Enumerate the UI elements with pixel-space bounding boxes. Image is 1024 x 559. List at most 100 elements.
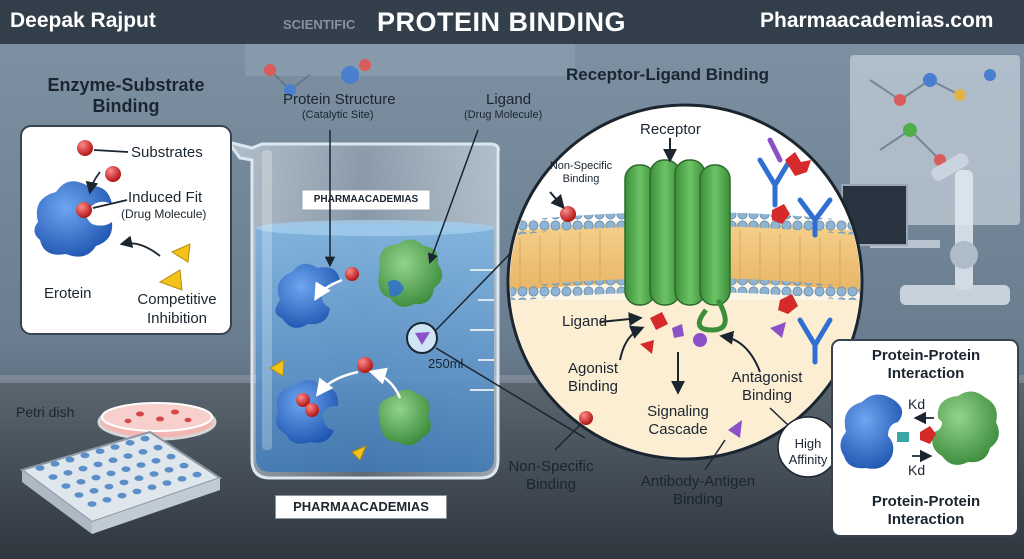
antagonist-label-2: Binding [741,387,793,404]
beaker-enzyme-top [275,263,340,328]
enzyme-blob [34,181,113,257]
ppi-bottom-label-1: Protein-Protein [871,493,981,510]
well [89,488,99,494]
signaling-label-2: Cascade [648,421,708,438]
background-poster-right [850,55,1020,225]
induced-fit-label: Induced Fit [128,189,203,206]
well [91,474,101,481]
well [95,448,105,455]
well [147,484,157,491]
inhibitor-triangle-1 [170,243,191,263]
well [179,462,189,469]
agonist-red-piece-2 [640,340,654,354]
receptor-protein [624,159,731,333]
antagonist-label-1: Antagonist [731,369,803,386]
well [102,497,112,503]
well [76,479,86,485]
well [61,483,71,489]
receptor-panel-title: Receptor-Ligand Binding [566,65,770,84]
beaker-bottom-label: PHARMAACADEMIAS [275,495,447,519]
well [132,488,142,495]
kd-top-label: Kd [908,396,926,412]
non-specific-label-1: Non-Specific [549,160,613,172]
high-affinity-label-2: Affinity [788,452,828,467]
non-specific-ligand-ball [560,206,576,222]
agonist-label-1: Agonist [567,360,619,377]
agonist-red-piece [650,312,668,330]
well [151,458,161,464]
competitive-label-1: Competitive [137,291,217,308]
well [87,501,97,507]
signaling-label-1: Signaling [647,403,709,420]
ppi-teal-ligand [897,432,909,442]
well [35,465,45,471]
bottom-non-specific-label-2: Binding [525,476,577,493]
protein-structure-sublabel: (Catalytic Site) [302,109,374,121]
well [121,466,131,473]
substrate-ball-1 [77,140,93,156]
well [93,461,103,468]
well [123,453,133,459]
well [192,471,202,478]
ppi-title-1: Protein-Protein [871,347,981,364]
petri-dish [97,402,217,441]
ppi-blue-protein [840,394,903,469]
well-plate [19,430,223,534]
induced-fit-sublabel: (Drug Molecule) [121,207,207,221]
receptor-ligand-label: Ligand [562,313,608,330]
agonist-purple-piece [672,324,684,338]
petri-dish-label: Petri dish [16,404,75,420]
antibody-antigen-label-1: Antibody-Antigen [640,473,756,490]
well [166,453,176,460]
antigen-top [785,152,811,176]
well [125,440,135,446]
enzyme-panel-title-2: Binding [92,96,160,116]
molecule-doodle-atoms [264,59,996,166]
bottom-antibody-triangle [728,420,742,438]
background-poster-text: SCIENTIFIC [283,17,356,32]
well [117,492,127,499]
substrate-ball-2 [105,166,121,182]
high-affinity-label-1: High [794,436,822,451]
substrates-label: Substrates [131,144,203,161]
well [149,471,159,477]
well [136,462,146,468]
well [164,467,174,473]
ppi-bottom-label-2: Interaction [887,511,965,528]
lipid-tails [519,230,841,288]
protein-structure-label: Protein Structure [283,91,396,108]
well [80,452,90,459]
header-banner [0,0,1024,44]
well [106,470,116,477]
ppi-red-ligand [920,426,936,444]
beaker-label: PHARMAACADEMIAS [313,194,419,205]
well [74,492,84,498]
beaker-inhibitor-triangles [269,359,367,461]
well [50,461,60,467]
signal-molecule [693,333,707,347]
antigen-mid [772,204,790,224]
beaker [224,139,500,480]
bottom-non-specific-label-1: Non-Specific [508,458,594,475]
well [48,474,58,480]
well [108,457,118,464]
ppi-green-protein [932,391,999,465]
well [78,465,88,472]
well [104,483,114,490]
antibody-bottom [797,317,833,365]
well [140,435,150,442]
agonist-label-2: Binding [567,378,619,395]
website-link[interactable]: Pharmaacademias.com [760,9,994,32]
beaker-green-protein-bottom [378,389,431,446]
well [177,476,187,482]
well [119,479,129,486]
antagonist-purple-piece [770,322,786,338]
non-specific-label-2: Binding [562,173,600,185]
kd-bottom-label: Kd [908,462,926,478]
ligand-sublabel-top: (Drug Molecule) [464,109,543,121]
inhibitor-triangle-2 [158,269,183,291]
well [162,480,172,486]
antibody-antigen-label-2: Binding [672,491,724,508]
antagonist-red [778,294,798,314]
